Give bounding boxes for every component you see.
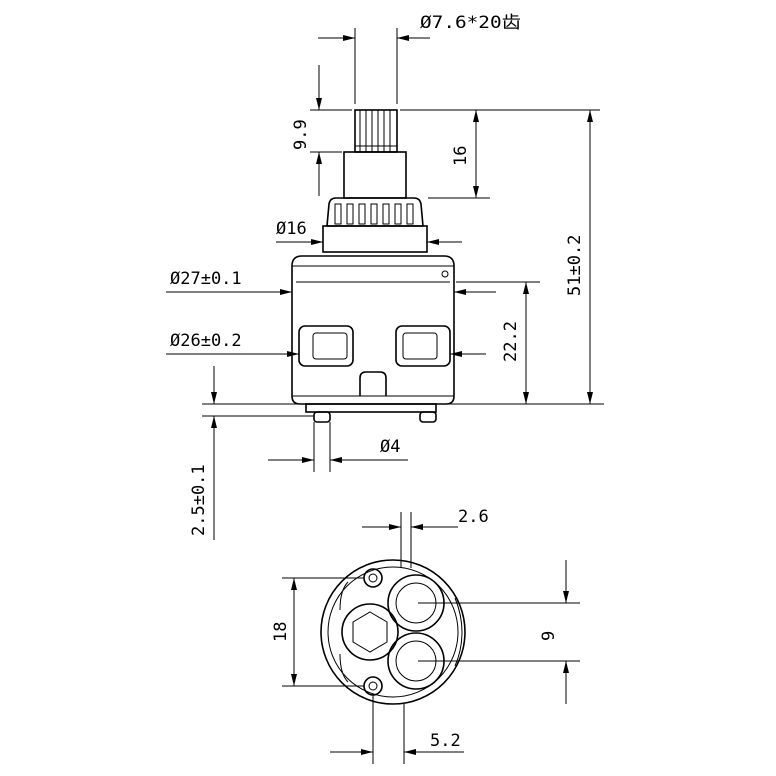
dim-body-height-label: 22.2 xyxy=(501,321,521,362)
dim-total-height-label: 51±0.2 xyxy=(565,235,585,296)
dim-body-mid-label: Ø26±0.2 xyxy=(170,331,242,351)
dim-hole-pitch-large: 18 xyxy=(271,577,364,687)
dim-pin: Ø4 xyxy=(268,422,408,472)
dim-slot-width: 2.6 xyxy=(362,507,489,560)
dim-body-top-label: Ø27±0.1 xyxy=(170,269,242,289)
dim-pin-label: Ø4 xyxy=(380,437,400,457)
dim-stem-total: 16 xyxy=(400,109,600,199)
pin-bottom xyxy=(363,676,383,696)
spline-stem xyxy=(354,109,398,153)
port-left xyxy=(341,603,399,661)
side-view xyxy=(291,109,455,423)
toothed-collar xyxy=(322,197,428,253)
dim-stem-total-label: 16 xyxy=(451,146,471,166)
dim-body-height: 22.2 xyxy=(456,281,540,404)
dim-spline-label: Ø7.6*20齿 xyxy=(420,13,521,33)
dim-pin-height: 2.5±0.1 xyxy=(189,366,314,540)
dim-spline: Ø7.6*20齿 xyxy=(318,13,521,104)
dim-collar: Ø16 xyxy=(276,219,462,245)
stem-neck xyxy=(343,151,407,199)
cartridge-body xyxy=(291,255,455,405)
dim-body-mid: Ø26±0.2 xyxy=(166,331,486,357)
dim-hole-pitch-small-label: 9 xyxy=(539,631,559,641)
dim-hole-pitch-large-label: 18 xyxy=(271,622,291,642)
dim-collar-label: Ø16 xyxy=(276,219,307,239)
dim-total-height: 51±0.2 xyxy=(440,110,604,405)
bottom-view xyxy=(320,559,466,705)
dim-stem-height-label: 9.9 xyxy=(291,119,311,150)
dim-body-top: Ø27±0.1 xyxy=(166,269,496,295)
dim-slot-width-label: 2.6 xyxy=(458,507,489,527)
dim-pin-offset-label: 5.2 xyxy=(430,731,461,751)
dim-pin-height-label: 2.5±0.1 xyxy=(189,464,209,536)
dim-hole-pitch-small: 9 xyxy=(418,560,580,704)
pin-top xyxy=(363,568,383,588)
dim-pin-offset: 5.2 xyxy=(330,694,464,764)
dim-stem-height: 9.9 xyxy=(291,65,352,196)
cartridge-base xyxy=(305,403,437,423)
